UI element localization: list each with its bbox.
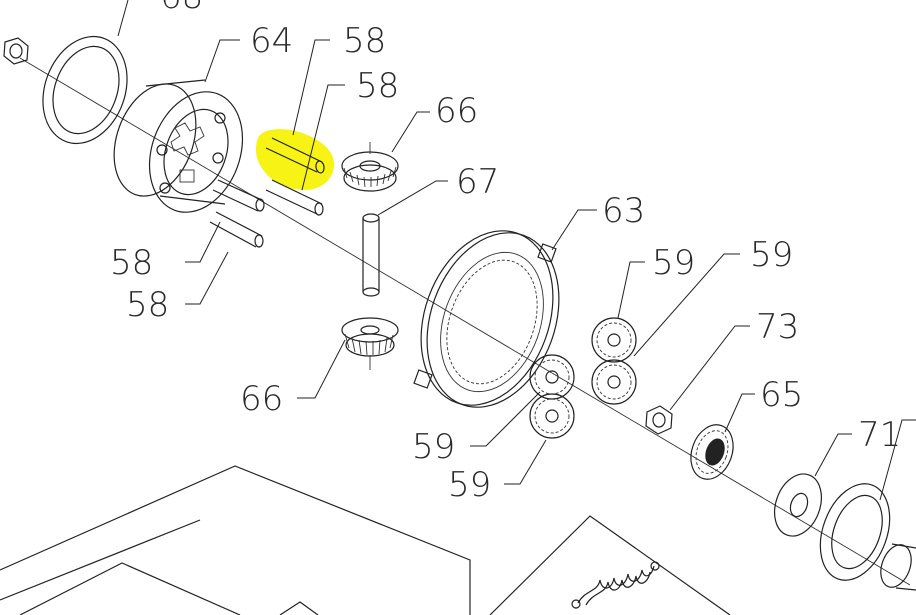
part-58-pin-upper bbox=[265, 179, 324, 216]
callout-59-lower-left: 59 bbox=[412, 427, 455, 467]
part-63-ring-gear bbox=[413, 230, 560, 408]
callout-65: 65 bbox=[760, 375, 803, 415]
part-66-bevel-gear-upper bbox=[341, 142, 399, 192]
part-59-gear-d bbox=[529, 393, 575, 439]
part-71-washer-small bbox=[774, 473, 822, 537]
callout-67: 67 bbox=[456, 162, 499, 202]
callout-59-upper-left: 59 bbox=[652, 243, 695, 283]
callout-59-upper-right: 59 bbox=[750, 235, 793, 275]
callout-59-bottom: 59 bbox=[448, 465, 491, 505]
frame-outline bbox=[0, 465, 731, 615]
part-59-gear-c bbox=[529, 354, 575, 400]
part-64-carrier bbox=[113, 79, 244, 213]
callout-63: 63 bbox=[602, 191, 645, 231]
callout-68: 68 bbox=[160, 0, 203, 17]
spring bbox=[571, 561, 660, 609]
callout-58-second: 58 bbox=[356, 66, 399, 106]
highlight-mark bbox=[255, 129, 335, 190]
part-73-nut bbox=[645, 405, 673, 435]
part-68-nut bbox=[3, 37, 29, 65]
part-58-pin-lower bbox=[209, 211, 264, 248]
assembly-axis bbox=[19, 57, 911, 586]
part-71-housing bbox=[880, 543, 916, 591]
part-68-ring bbox=[42, 35, 128, 145]
part-71-washer-large bbox=[819, 483, 891, 581]
callout-71: 71 bbox=[858, 415, 901, 455]
part-66-bevel-gear-lower bbox=[341, 317, 399, 370]
part-65-sprocket bbox=[690, 424, 734, 480]
callout-58-left-upper: 58 bbox=[110, 243, 153, 283]
part-59-gear-a bbox=[591, 317, 637, 363]
part-67-shaft bbox=[362, 213, 380, 297]
callout-66-upper: 66 bbox=[435, 91, 478, 131]
leader-lines bbox=[117, 0, 916, 501]
callout-66-lower: 66 bbox=[240, 379, 283, 419]
callout-58-top: 58 bbox=[343, 21, 386, 61]
callout-64: 64 bbox=[250, 21, 293, 61]
callout-73: 73 bbox=[756, 307, 799, 347]
callout-58-left-lower: 58 bbox=[126, 285, 169, 325]
callout-labels: 68 64 58 58 66 67 63 58 58 59 59 73 65 6… bbox=[110, 0, 901, 505]
part-58-pin-highlighted bbox=[265, 137, 325, 174]
part-59-gear-b bbox=[591, 359, 637, 405]
part-58-pin-mid bbox=[212, 179, 265, 212]
